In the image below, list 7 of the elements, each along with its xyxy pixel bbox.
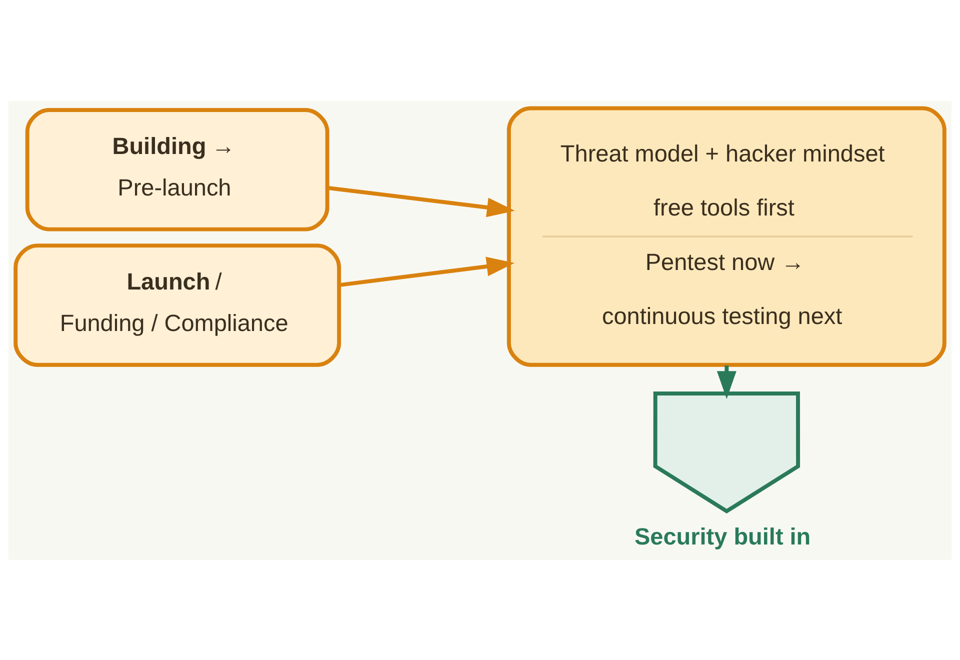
- node-box: Threat model + hacker mindset free tools first Pentest now → continuous testing next: [506, 106, 946, 366]
- arrow: [327, 185, 515, 217]
- node-shield: [653, 391, 800, 514]
- node-label: Security built in: [634, 522, 811, 549]
- node-box: Building → Pre-launch: [25, 108, 330, 231]
- arrow: [338, 256, 515, 287]
- node-box: Launch / Funding / Compliance: [14, 243, 342, 366]
